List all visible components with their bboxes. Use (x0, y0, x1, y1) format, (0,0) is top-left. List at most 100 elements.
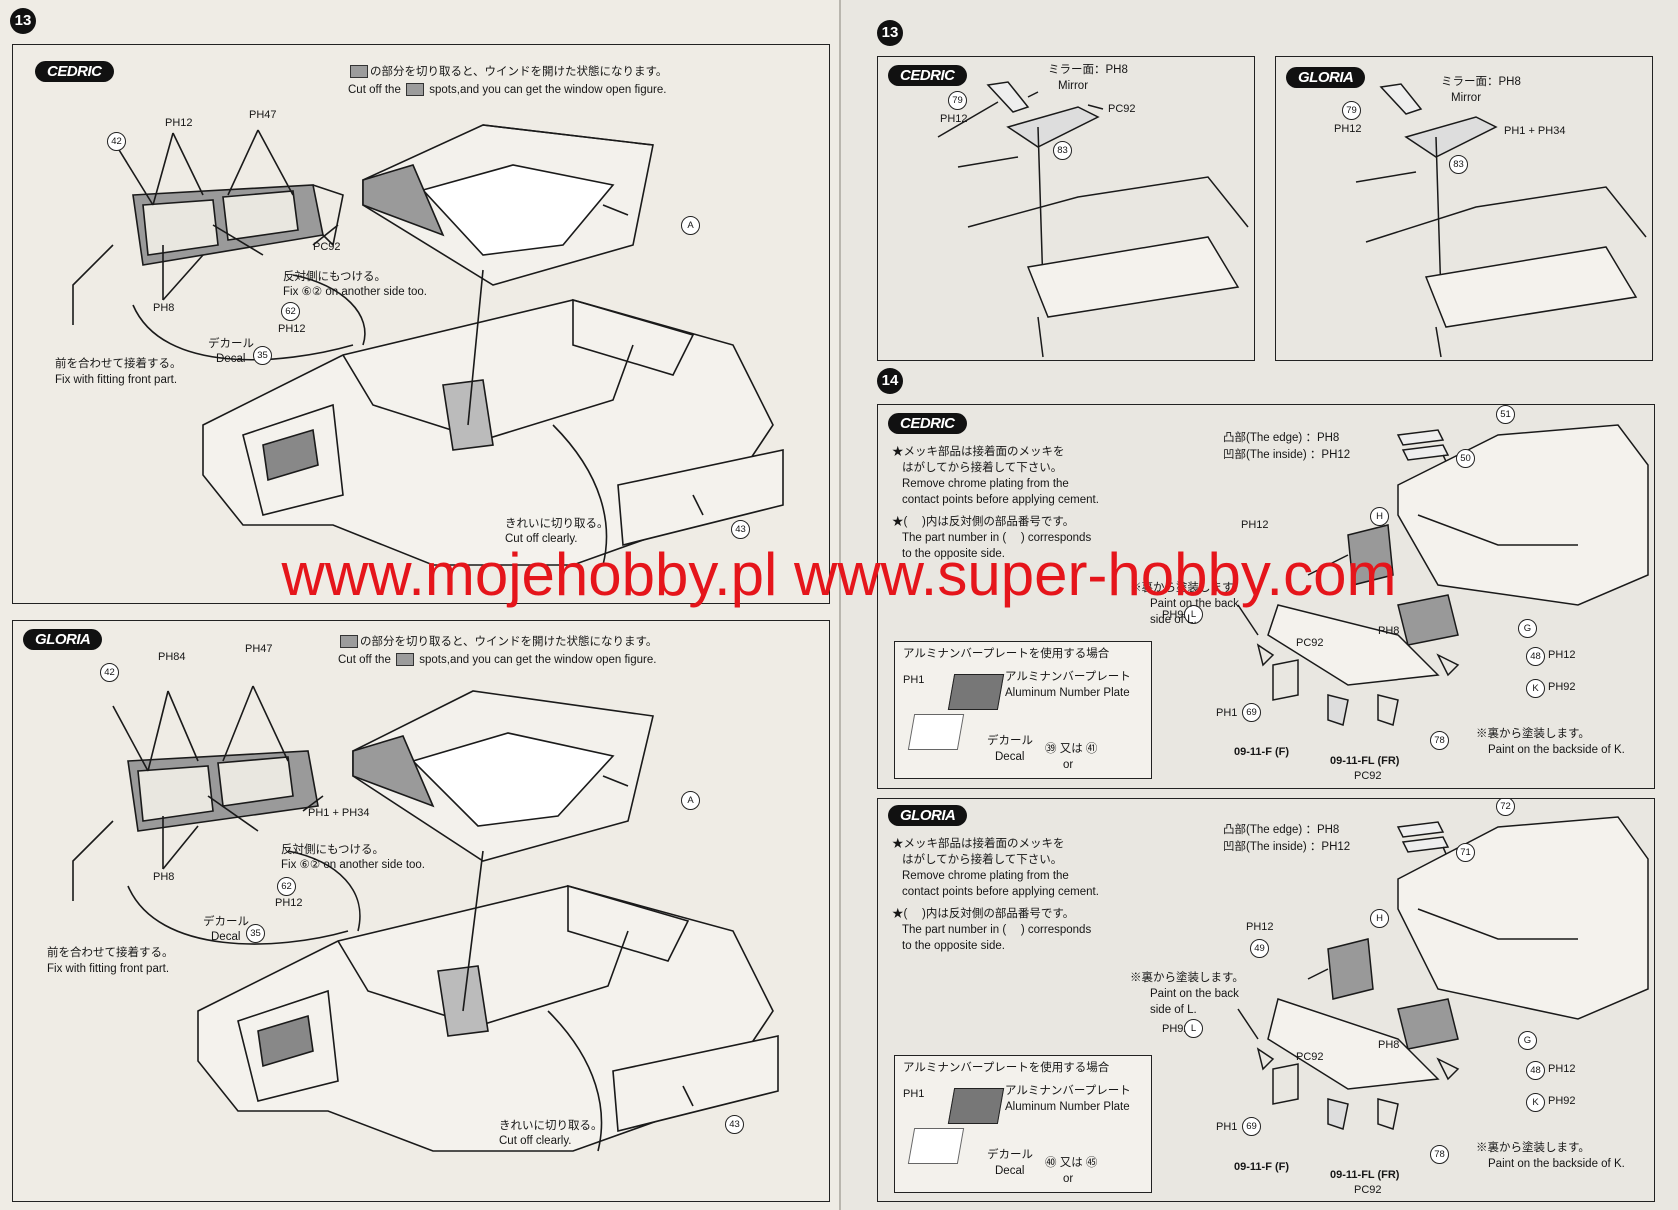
part-78-callout: 78 (1430, 731, 1449, 750)
paint-backside-jp: ※裏から塗装します。 (1476, 1142, 1590, 1154)
part-42-callout: 42 (107, 132, 126, 151)
decal-or: or (1063, 759, 1074, 771)
part-43-callout: 43 (731, 520, 750, 539)
part-42-callout: 42 (100, 663, 119, 682)
watermark-urls: www.mojehobby.pl www.super-hobby.com (281, 541, 1397, 608)
fix-note-jp: 反対側にもつける。 (283, 271, 387, 283)
part-K-callout: K (1526, 679, 1545, 698)
step-number: 13 (10, 8, 36, 34)
part-ph92-label: PH92 (1548, 681, 1576, 693)
part-69-callout: 69 (1242, 703, 1261, 722)
chrome-note-jp: ★メッキ部品は接着面のメッキを (892, 446, 1065, 458)
part-pc92-label: PC92 (1296, 637, 1324, 649)
part-H-callout: H (1370, 909, 1389, 928)
part-pc92-label: PC92 (1354, 1184, 1382, 1196)
part-A-callout: A (681, 791, 700, 810)
gloria-assembly-drawing (13, 621, 830, 1202)
cut-swatch (406, 83, 425, 97)
chrome-note-en-2: contact points before applying cement. (902, 494, 1099, 506)
part-ph12-label: PH12 (1241, 519, 1269, 531)
back-paint-note-en-2: side of L. (1150, 1004, 1197, 1016)
part-pc92-label: PC92 (1108, 103, 1136, 115)
cut-note-en: Cut off the spots,and you can get the wi… (348, 83, 667, 97)
part-ph47-label: PH47 (249, 109, 277, 121)
part-78-callout: 78 (1430, 1145, 1449, 1164)
part-ph1-ph34-label: PH1 + PH34 (1504, 125, 1566, 137)
part-ph12-label: PH12 (1334, 123, 1362, 135)
cedric-panel: CEDRIC の部分を切り取ると、ウインドを開けた状態になります。 Cut of… (12, 44, 830, 604)
aluminum-plate-box: アルミナンバープレートを使用する場合 PH1 アルミナンバープレート Alumi… (894, 641, 1152, 779)
part-ph12-label: PH12 (278, 323, 306, 335)
part-72-callout: 72 (1496, 799, 1515, 816)
part-ph92-label: PH92 (1548, 1095, 1576, 1107)
fix-note-jp: 反対側にもつける。 (281, 844, 385, 856)
decal-jp: デカール (203, 916, 249, 928)
paint-backside-en: Paint on the backside of K. (1488, 1158, 1625, 1170)
part-fl-label: 09-11-FL (FR) (1330, 755, 1400, 767)
paint-backside-en: Paint on the backside of K. (1488, 744, 1625, 756)
part-ph12-label: PH12 (1548, 649, 1576, 661)
part-A-callout: A (681, 216, 700, 235)
part-ph8-label: PH8 (1378, 625, 1400, 637)
part-62-callout: 62 (277, 877, 296, 896)
part-51-callout: 51 (1496, 405, 1515, 424)
gloria-bumper-panel: GLORIA ★メッキ部品は接着面のメッキを はがしてから接着して下さい。 Re… (877, 798, 1655, 1202)
clear-note-jp: きれいに切り取る。 (499, 1120, 603, 1132)
part-43-callout: 43 (725, 1115, 744, 1134)
part-35-callout: 35 (246, 924, 265, 943)
aluminum-plate-en: Aluminum Number Plate (1005, 687, 1130, 699)
inside-note: 凹部(The inside) ：PH12 (1223, 841, 1351, 853)
part-49-callout: 49 (1250, 939, 1269, 958)
cedric-badge: CEDRIC (888, 65, 967, 86)
decal-numbers: ㊵ 又は ㊺ (1045, 1157, 1098, 1169)
part-G-callout: G (1518, 1031, 1537, 1050)
mirror-en: Mirror (1058, 80, 1089, 92)
decal-plate-shape (907, 714, 965, 750)
front-note-jp: 前を合わせて接着する。 (55, 358, 182, 370)
chrome-note-jp: ★メッキ部品は接着面のメッキを (892, 838, 1065, 850)
clear-note-en: Cut off clearly. (505, 533, 578, 545)
part-ph12-label: PH12 (1548, 1063, 1576, 1075)
decal-en: Decal (216, 353, 246, 365)
decal-en: Decal (995, 751, 1025, 763)
aluminum-plate-en: Aluminum Number Plate (1005, 1101, 1130, 1113)
part-48-callout: 48 (1526, 647, 1545, 666)
part-ph1-ph34-label: PH1 + PH34 (308, 807, 370, 819)
part-ph12-label: PH12 (275, 897, 303, 909)
part-L-callout: L (1184, 605, 1203, 624)
part-ph1-label: PH1 (903, 1088, 925, 1100)
cut-note-jp: の部分を切り取ると、ウインドを開けた状態になります。 (338, 635, 657, 650)
part-83-callout: 83 (1053, 141, 1072, 160)
front-note-en: Fix with fitting front part. (47, 963, 170, 975)
fix-note-en: Fix ⑥② on another side too. (281, 859, 425, 871)
cedric-assembly-drawing (13, 45, 830, 604)
part-50-callout: 50 (1456, 449, 1475, 468)
part-number-note-jp: ★( )内は反対側の部品番号です。 (892, 516, 1075, 528)
cut-swatch (340, 635, 358, 649)
aluminum-plate-title: アルミナンバープレートを使用する場合 (903, 648, 1110, 660)
chrome-note-en: Remove chrome plating from the (902, 870, 1069, 882)
cut-note-jp: の部分を切り取ると、ウインドを開けた状態になります。 (348, 65, 667, 80)
part-ph1-label: PH1 (1216, 1121, 1238, 1133)
part-ph12-label: PH12 (940, 113, 968, 125)
aluminum-plate-shape (947, 1088, 1005, 1124)
part-K-callout: K (1526, 1093, 1545, 1112)
part-ph92-label: PH92 (1162, 609, 1190, 621)
back-paint-note-en: Paint on the back (1150, 598, 1239, 610)
gloria-panel: GLORIA の部分を切り取ると、ウインドを開けた状態になります。 Cut of… (12, 620, 830, 1202)
part-ph84-label: PH84 (158, 651, 186, 663)
part-f-label: 09-11-F (F) (1234, 746, 1290, 758)
edge-note: 凸部(The edge) ：PH8 (1223, 432, 1340, 444)
part-number-note-en-2: to the opposite side. (902, 548, 1005, 560)
part-71-callout: 71 (1456, 843, 1475, 862)
part-f-label: 09-11-F (F) (1234, 1161, 1290, 1173)
part-number-note-en: The part number in ( ) corresponds (902, 924, 1092, 936)
part-pc92-label: PC92 (1354, 770, 1382, 782)
cut-swatch (396, 653, 415, 667)
part-ph12-label: PH12 (1246, 921, 1274, 933)
cedric-bumper-panel: CEDRIC ★メッキ部品は接着面のメッキを はがしてから接着して下さい。 Re… (877, 404, 1655, 789)
part-pc92-label: PC92 (1296, 1051, 1324, 1063)
decal-numbers: ㊴ 又は ㊶ (1045, 743, 1098, 755)
clear-note-jp: きれいに切り取る。 (505, 518, 609, 530)
back-paint-note-jp: ※裏から塗装します。 (1130, 972, 1244, 984)
